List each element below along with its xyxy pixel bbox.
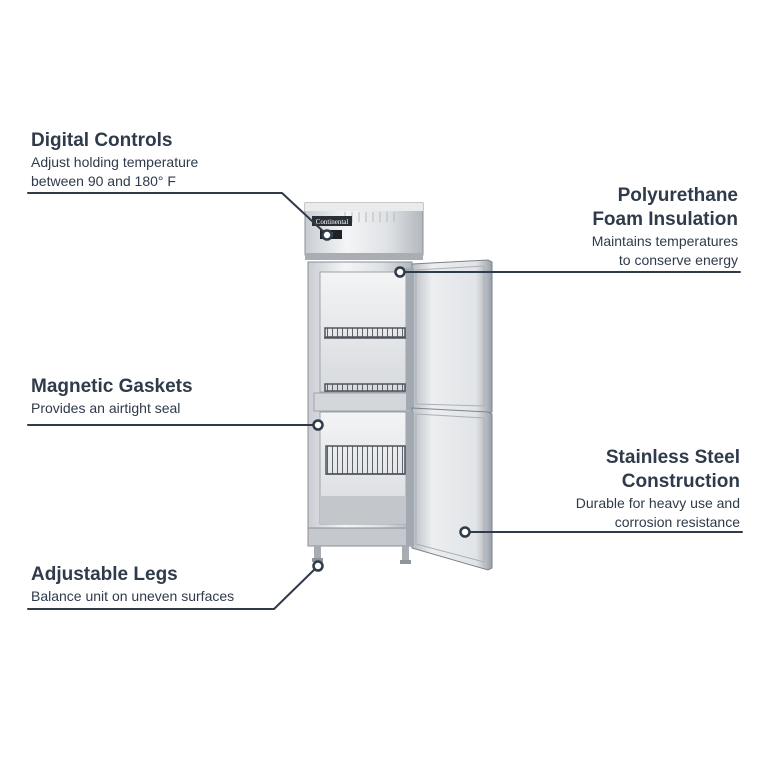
upper-shelf-rack	[324, 327, 406, 339]
callout-description-line-1: Durable for heavy use and	[575, 495, 740, 511]
marker-foam-insulation	[394, 266, 406, 278]
callout-title: Magnetic Gaskets	[31, 376, 193, 397]
lower-door	[406, 407, 493, 571]
cabinet-legs	[312, 546, 411, 564]
callout-description-line-1: Maintains temperatures	[591, 233, 738, 249]
callout-stainless-steel: Stainless Steel Construction Durable for…	[576, 446, 740, 532]
callout-digital-controls: Digital Controls Adjust holding temperat…	[31, 129, 198, 191]
leader-line-adjustable-legs	[27, 565, 319, 610]
leader-line-digital-controls	[27, 192, 327, 235]
cabinet-body	[307, 261, 413, 547]
callout-description: Provides an airtight seal	[31, 400, 181, 416]
callout-title-line-2: Construction	[621, 471, 740, 492]
callout-title-line-1: Stainless Steel	[605, 447, 740, 468]
marker-magnetic-gaskets	[312, 419, 324, 431]
callout-description-line-2: corrosion resistance	[614, 514, 740, 530]
callout-title-line-2: Foam Insulation	[592, 209, 738, 230]
middle-shelf-rack	[324, 383, 406, 392]
upper-door	[406, 259, 493, 414]
callout-magnetic-gaskets: Magnetic Gaskets Provides an airtight se…	[31, 375, 193, 418]
callout-description-line-2: between 90 and 180° F	[31, 173, 176, 189]
lower-shelf-rack	[325, 445, 406, 475]
callout-title: Adjustable Legs	[31, 564, 178, 585]
callout-title: Digital Controls	[31, 130, 173, 151]
marker-stainless-steel	[459, 526, 471, 538]
callout-description: Balance unit on uneven surfaces	[31, 588, 235, 604]
callout-foam-insulation: Polyurethane Foam Insulation Maintains t…	[592, 184, 738, 270]
callout-adjustable-legs: Adjustable Legs Balance unit on uneven s…	[31, 563, 234, 606]
callout-title-line-1: Polyurethane	[617, 185, 738, 206]
brand-plate-text: Continental	[316, 218, 349, 226]
marker-digital-controls	[321, 229, 333, 241]
marker-adjustable-legs	[312, 560, 324, 572]
callout-description-line-1: Adjust holding temperature	[31, 154, 199, 170]
callout-description-line-2: to conserve energy	[618, 252, 738, 268]
